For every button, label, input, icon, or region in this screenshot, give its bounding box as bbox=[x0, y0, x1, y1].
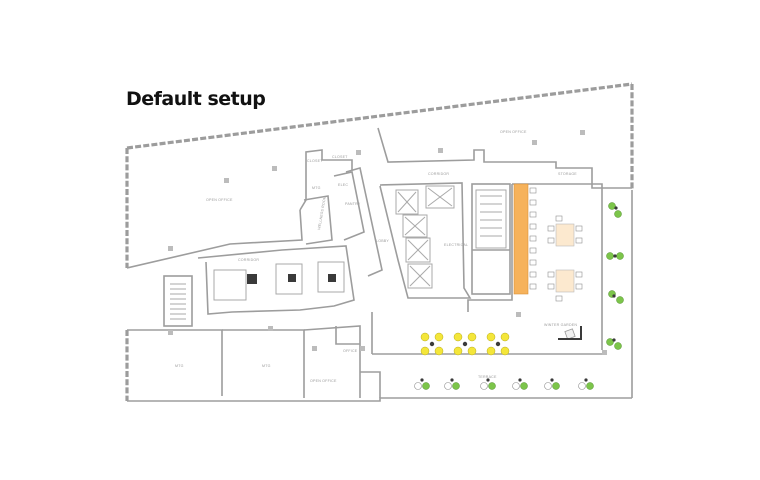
structural-columns bbox=[168, 130, 607, 355]
label-mtg-left: MTG bbox=[175, 364, 184, 368]
label-elec-mid: ELEC bbox=[338, 183, 348, 187]
label-storage: STORAGE bbox=[558, 172, 577, 176]
label-mtg-mid: MTG bbox=[262, 364, 271, 368]
left-stair-treads bbox=[170, 283, 186, 320]
label-corridor-left: CORRIDOR bbox=[238, 258, 259, 262]
label-wellness: WELLNESS ROOM bbox=[317, 196, 327, 231]
label-terrace: TERRACE bbox=[478, 375, 497, 379]
terrace-seating bbox=[414, 202, 624, 390]
standing-desk-bar bbox=[513, 183, 537, 295]
label-winter-garden: WINTER GARDEN bbox=[544, 323, 577, 327]
interior-walls bbox=[126, 127, 632, 398]
exterior-walls bbox=[125, 82, 634, 402]
meeting-tables bbox=[547, 215, 583, 302]
label-closet-a: CLOSET bbox=[307, 159, 323, 163]
winter-garden-furniture bbox=[558, 326, 582, 340]
room-labels: OPEN OFFICE OPEN OFFICE CORRIDOR STORAGE… bbox=[175, 130, 577, 383]
page-title: Default setup bbox=[126, 88, 266, 110]
lounge-cluster-3 bbox=[486, 332, 510, 356]
label-open-office-left: OPEN OFFICE bbox=[206, 198, 233, 202]
label-lobby: LOBBY bbox=[376, 239, 389, 243]
label-mtg-small: MTG bbox=[312, 186, 321, 190]
lounge-cluster-1 bbox=[420, 332, 444, 356]
label-elevators: ELECTRICAL bbox=[444, 243, 468, 247]
label-corridor-top: CORRIDOR bbox=[428, 172, 449, 176]
label-closet-b: CLOSET bbox=[332, 155, 348, 159]
label-office: OFFICE bbox=[343, 349, 358, 353]
elevator-cabs bbox=[397, 187, 502, 287]
label-open-office-top: OPEN OFFICE bbox=[500, 130, 527, 134]
label-pantry: PANTRY bbox=[345, 202, 361, 206]
label-open-office-bottom: OPEN OFFICE bbox=[310, 379, 337, 383]
lounge-cluster-2 bbox=[453, 332, 477, 356]
